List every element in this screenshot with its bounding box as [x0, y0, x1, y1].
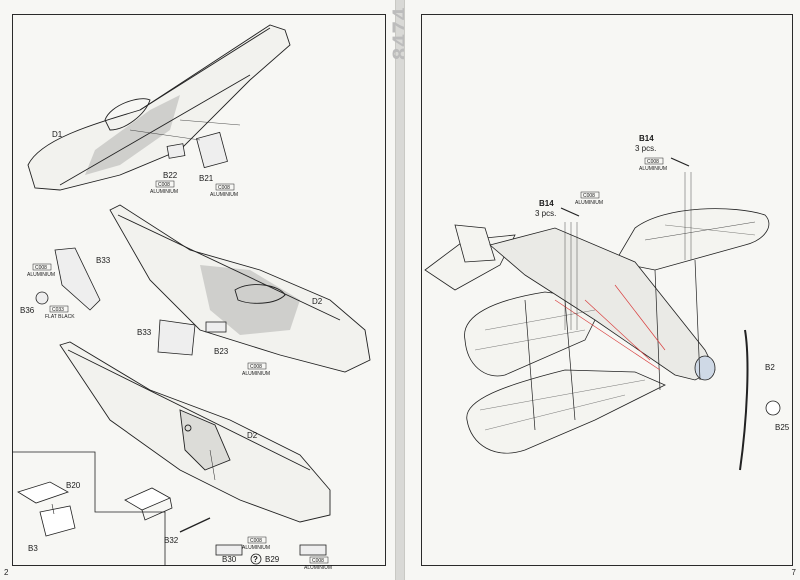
biplane-assembly — [424, 172, 781, 471]
label-b33-mid: B33 — [137, 328, 152, 337]
label-3pcs-left: 3 pcs. — [535, 209, 556, 218]
code-c008-b: C008 — [218, 185, 230, 191]
label-b21: B21 — [199, 174, 214, 183]
code-aluminium-left: ALUMINIUM — [575, 200, 603, 206]
code-aluminium-top: ALUMINIUM — [639, 166, 667, 172]
code-c008-f: C008 — [312, 558, 324, 564]
label-b33-top: B33 — [96, 256, 111, 265]
label-b2: B2 — [765, 363, 775, 372]
label-b20: B20 — [66, 481, 81, 490]
code-c008-d: C008 — [250, 364, 262, 370]
code-aluminium-f: ALUMINIUM — [304, 565, 332, 571]
code-aluminium-b: ALUMINIUM — [210, 192, 238, 198]
code-aluminium-c: ALUMINIUM — [27, 272, 55, 278]
code-c008-c: C008 — [35, 265, 47, 271]
left-instruction-page: D1 B22 B21 C008 ALUMINIUM C008 ALUMINIUM… — [0, 0, 396, 580]
fuselage-half-d2-upper — [109, 204, 371, 373]
page-number-left: 2 — [4, 568, 9, 577]
label-d1: D1 — [52, 130, 63, 139]
parts-b29-b30-b32 — [179, 517, 327, 556]
label-b30: B30 — [222, 555, 237, 564]
parts-b22-b21 — [129, 119, 241, 169]
left-page-frame — [12, 14, 386, 566]
page-number-right: 7 — [791, 568, 796, 577]
label-b22: B22 — [163, 171, 178, 180]
code-flat-black: FLAT BLACK — [45, 314, 75, 320]
label-b32: B32 — [164, 536, 179, 545]
label-3pcs-top: 3 pcs. — [635, 144, 656, 153]
label-b25: B25 — [775, 423, 790, 432]
fuselage-half-d2-lower — [59, 341, 331, 523]
code-c008-a: C008 — [158, 182, 170, 188]
code-aluminium-e: ALUMINIUM — [242, 545, 270, 551]
left-page-drawing: D1 B22 B21 C008 ALUMINIUM C008 ALUMINIUM… — [12, 24, 371, 571]
label-b14-left: B14 — [539, 199, 554, 208]
label-b23: B23 — [214, 347, 229, 356]
right-page-drawing: B14 3 pcs. C008 ALUMINIUM B14 3 pcs. C00… — [424, 134, 790, 471]
right-instruction-page: B14 3 pcs. C008 ALUMINIUM B14 3 pcs. C00… — [404, 0, 800, 580]
parts-b33-b36 — [35, 247, 227, 356]
code-c033: C033 — [52, 307, 64, 313]
fuselage-half-d1 — [27, 24, 291, 191]
part-b14 — [560, 157, 690, 217]
label-b29: B29 — [265, 555, 280, 564]
label-b36: B36 — [20, 306, 35, 315]
label-b3: B3 — [28, 544, 38, 553]
code-c008-top: C008 — [647, 159, 659, 165]
code-aluminium-a: ALUMINIUM — [150, 189, 178, 195]
label-b14-top: B14 — [639, 134, 654, 143]
inset-detail-b20-b3 — [12, 451, 173, 566]
code-aluminium-d: ALUMINIUM — [242, 371, 270, 377]
question-mark-icon: ? — [253, 555, 258, 564]
right-page-frame — [421, 14, 793, 566]
code-c008-e: C008 — [250, 538, 262, 544]
code-c008-left: C008 — [583, 193, 595, 199]
label-d2-top: D2 — [312, 297, 323, 306]
label-d2-bottom: D2 — [247, 431, 258, 440]
